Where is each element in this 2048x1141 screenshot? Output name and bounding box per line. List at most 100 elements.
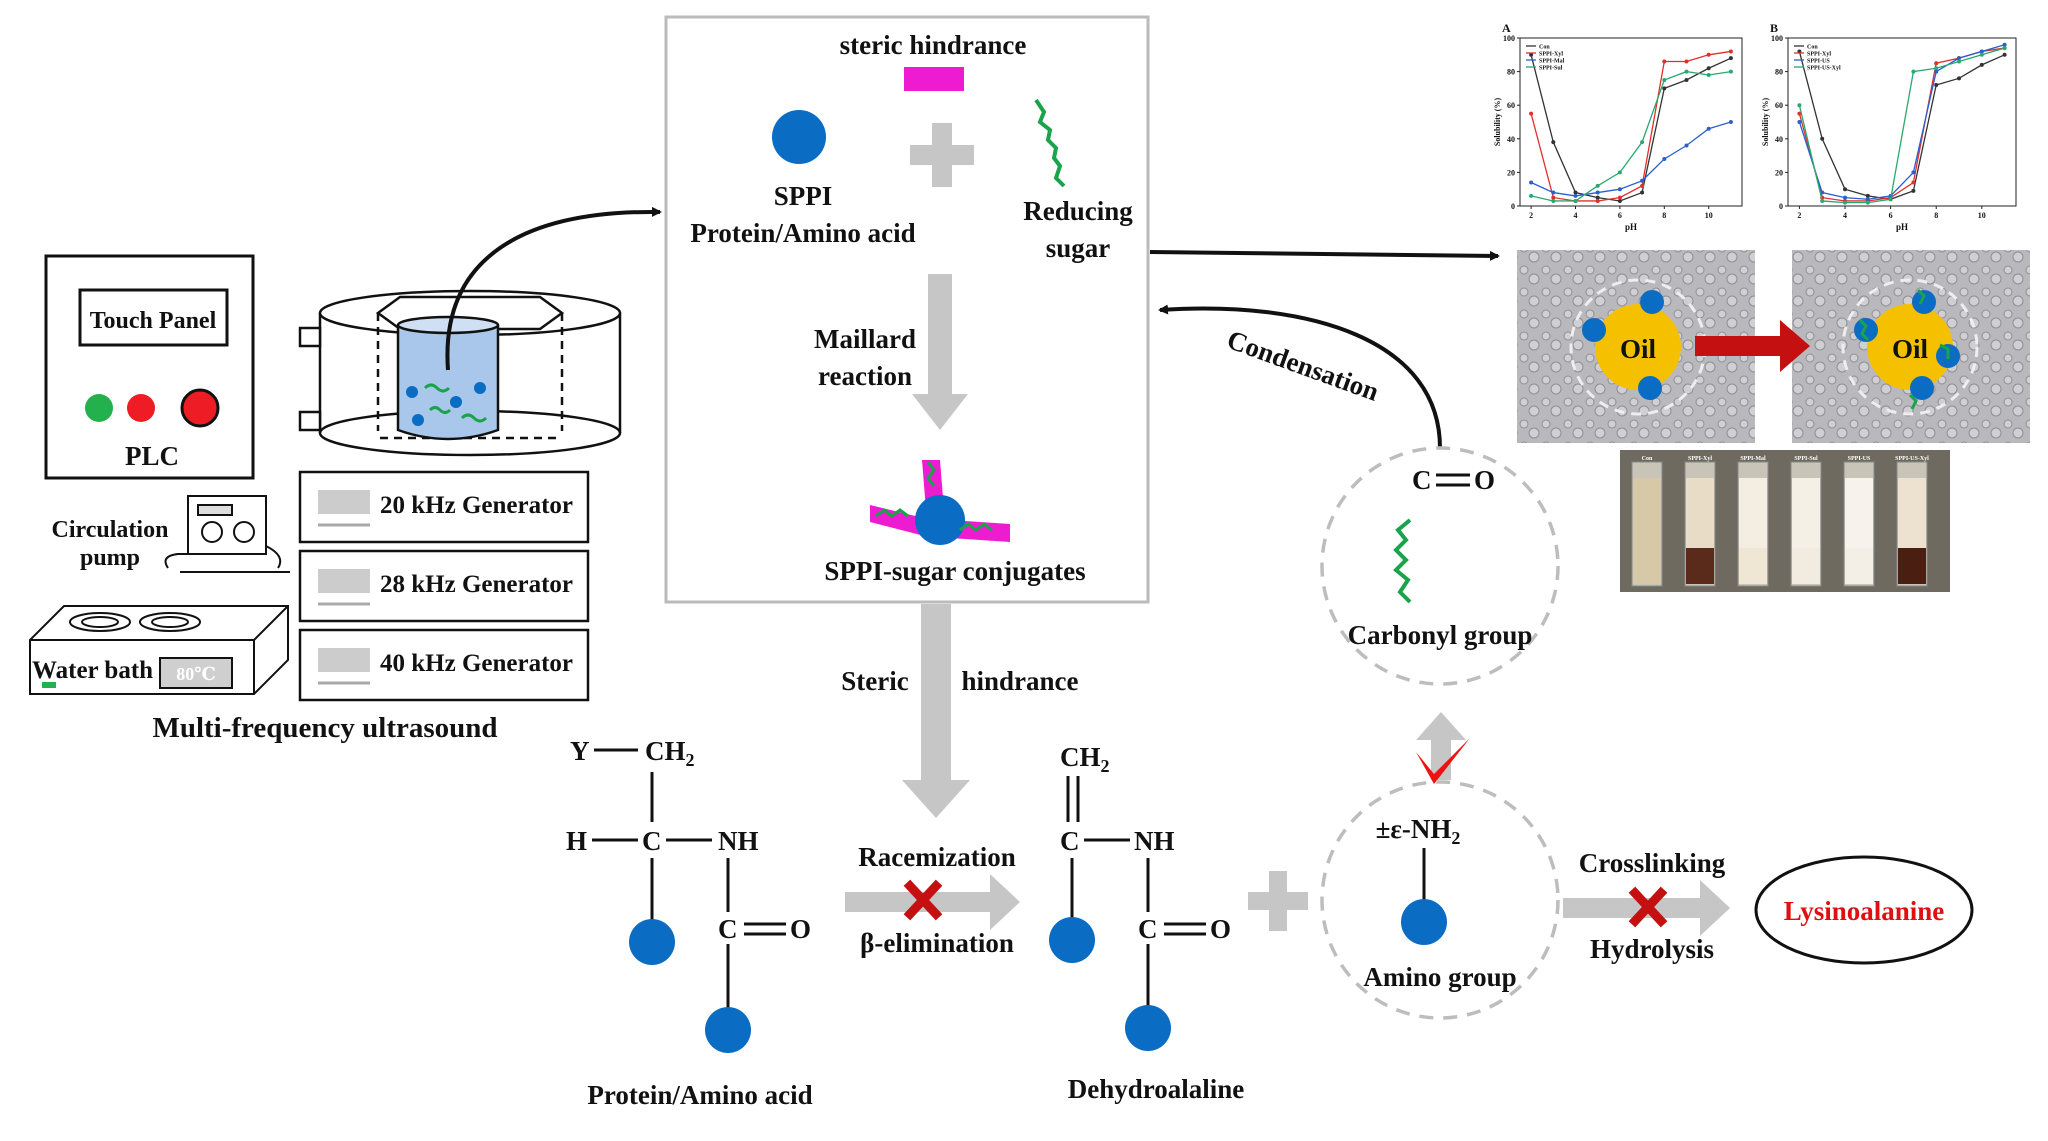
maillard-box: steric hindrance SPPI Protein/Amino acid… [664,15,1150,604]
c-atom: C [642,826,662,856]
data-point [1573,198,1578,203]
reducing-label: Reducing [1023,196,1133,226]
chart-b-panel-label: B [1770,21,1778,35]
blocked-x-icon [903,879,943,921]
generator-40khz-label: 40 kHz Generator [380,650,573,677]
protein-bead-2 [705,1007,751,1053]
y-tick-label: 20 [1507,168,1515,177]
data-point [1797,120,1802,124]
water-bath-label: Water bath [32,657,153,684]
data-point [1865,197,1870,202]
data-point [1797,103,1802,108]
ultrasound-caption: Multi-frequency ultrasound [152,712,497,744]
data-point [1820,136,1825,141]
x-tick-label: 10 [1705,211,1713,220]
tube-bottom-layer [1792,548,1820,584]
data-point [1934,61,1939,66]
steric-hindrance-label: steric hindrance [840,30,1027,60]
y-axis-label: Solubility (%) [1493,98,1502,147]
data-point [1865,200,1870,205]
amino-group: ±ε-NH2 Amino group [1320,780,1560,1020]
data-point [1529,193,1534,198]
series-line [1798,47,2005,204]
carbonyl-o: O [1474,465,1495,495]
lysinoalanine-ellipse [1754,855,1974,965]
temperature-readout: 80℃ [176,664,216,684]
data-point [1979,62,1984,67]
carbonyl-c: C [1412,465,1432,495]
oil-label-left: Oil [1620,334,1657,364]
racemization-label: Racemization [858,842,1015,872]
data-point [1662,156,1667,161]
h-atom: H [566,826,587,856]
data-point [1684,59,1689,64]
tube-bottom-layer [1898,548,1926,584]
blocked-x-icon-2 [1628,886,1668,928]
data-point [2002,46,2007,51]
tube-emulsion-layer [1845,478,1873,548]
data-point [1934,66,1939,71]
data-point [1797,111,1802,116]
tube-bottom-layer [1686,548,1714,584]
steric-bar-icon [904,67,964,91]
data-point [1684,78,1689,82]
steric-down-arrow [902,604,970,818]
tube-emulsion-layer [1739,478,1767,548]
emulsion-micrographs: Oil Oil [1517,250,2030,443]
data-point [1595,195,1600,200]
sugar-label: sugar [1046,233,1111,263]
data-point [1640,190,1645,195]
amino-nh2: ±ε-NH2 [1376,814,1461,848]
data-point [1957,76,1961,81]
x-tick-label: 10 [1978,211,1986,220]
amino-bead [1401,899,1447,945]
beta-elimination-label: β-elimination [860,928,1014,958]
sugar-chain-icon [1034,98,1066,188]
data-point [1640,178,1645,183]
legend-label: SPPI-Sul [1539,66,1563,72]
series-line [1798,51,2005,200]
data-point [1684,69,1689,74]
plc-label: PLC [125,441,179,471]
data-point [1820,190,1825,195]
data-point [1573,193,1578,198]
tube-label: SPPI-Mal [1740,456,1766,462]
data-point [1820,198,1825,203]
legend-label: Con [1807,45,1818,51]
touch-panel-label: Touch Panel [90,308,217,334]
data-point [1843,187,1847,192]
sppi-label: SPPI [774,181,833,211]
dehydro-c2: C [1138,914,1158,944]
tube-label: SPPI-US [1848,456,1871,462]
protein-structure: Y CH2 H C NH C O Protein/Amino acid [566,736,813,1110]
data-point [1617,187,1622,192]
reaction-label: reaction [818,361,912,391]
steric-left-label: Steric [841,666,908,696]
steric-right-label: hindrance [961,666,1078,696]
y-tick-label: 40 [1775,135,1783,144]
data-point [1662,78,1667,82]
dehydroalanine-structure: CH2 C NH C O Dehydroalaline [1049,742,1244,1104]
amino-caption: Amino group [1363,962,1516,992]
generator-28khz-label: 28 kHz Generator [380,571,573,598]
ch2-atom: CH2 [645,736,695,770]
data-point [1617,195,1622,200]
data-point [1934,69,1939,74]
dehydro-caption: Dehydroalaline [1068,1074,1245,1104]
data-point [1843,200,1847,205]
chart-a-panel-label: A [1502,21,1511,35]
legend-label: SPPI-Xyl [1807,52,1831,58]
data-point [1728,49,1733,54]
dehydro-c: C [1060,826,1080,856]
y-tick-label: 80 [1775,68,1783,77]
o-atom: O [790,914,811,944]
touch-panel [78,288,229,347]
data-point [1911,170,1916,175]
nh-atom: NH [718,826,759,856]
data-point [1551,195,1556,200]
data-point [1684,143,1689,148]
data-point [1551,190,1556,195]
